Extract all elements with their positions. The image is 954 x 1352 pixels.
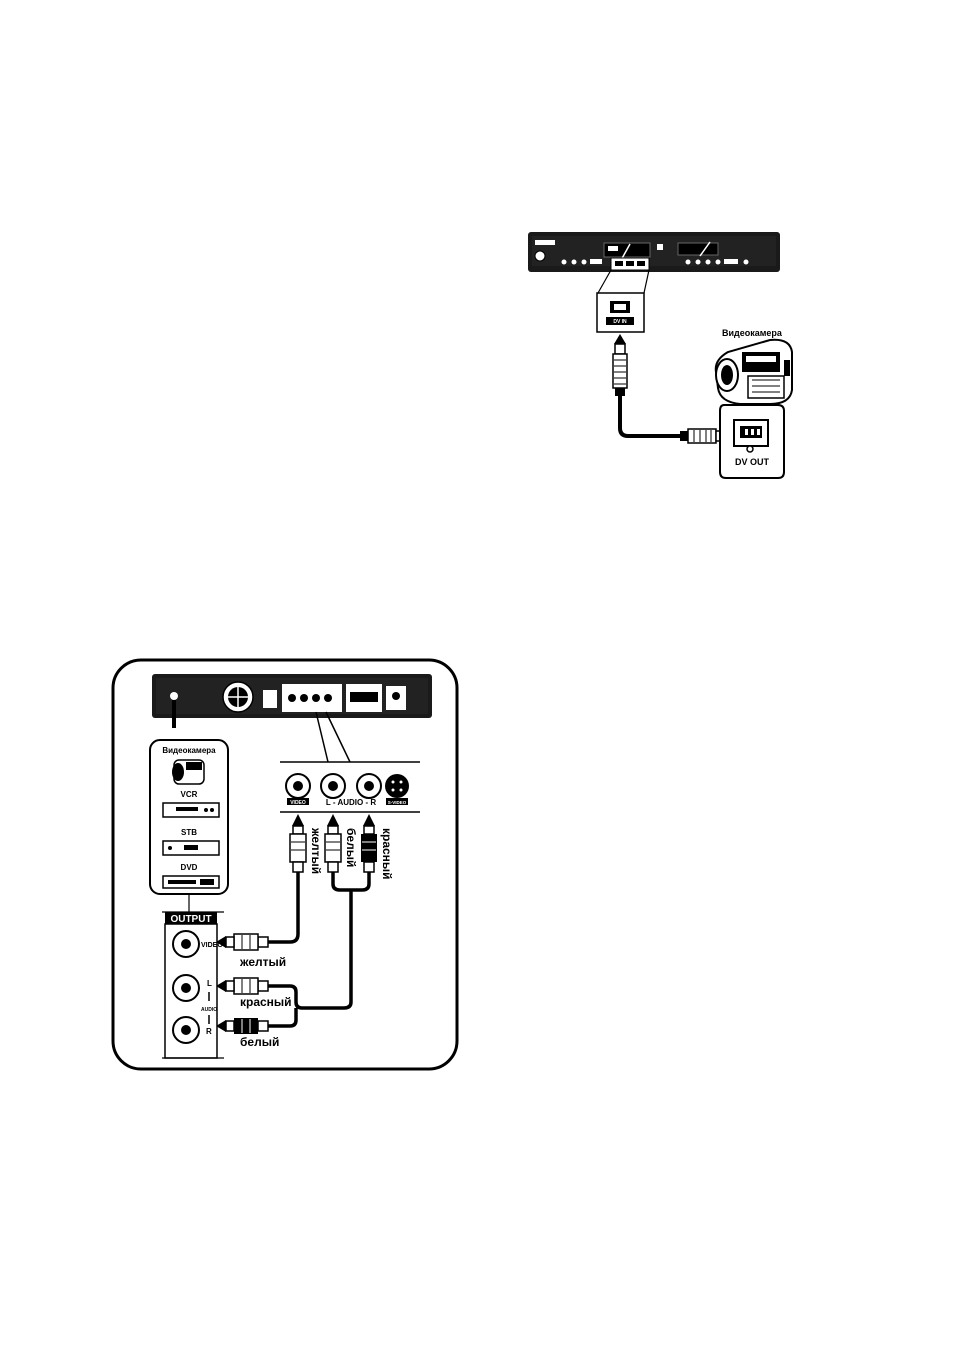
camcorder-label: Видеокамера bbox=[722, 328, 783, 338]
recorder-video-jack-label: VIDEO bbox=[290, 800, 306, 806]
camcorder-illustration bbox=[716, 340, 792, 404]
cable-label-white-vertical: белый bbox=[344, 828, 358, 867]
s-video-jack-icon: S-VIDEO bbox=[385, 774, 409, 805]
output-video-jack-label: VIDEO bbox=[201, 942, 223, 949]
output-audio-label: AUDIO bbox=[201, 1007, 217, 1013]
dv-in-port: DV IN bbox=[597, 293, 644, 332]
output-audio-l-label: L bbox=[207, 979, 212, 988]
source-device-camcorder-label: Видеокамера bbox=[162, 746, 216, 755]
av-connection-diagram: Видеокамера VCR STB DVD bbox=[113, 660, 457, 1069]
output-panel: OUTPUT VIDEO L AUDIO R bbox=[162, 912, 224, 1058]
recorder-front-panel bbox=[528, 232, 780, 272]
dvd-icon bbox=[163, 876, 219, 888]
rca-plug-yellow-vertical bbox=[290, 826, 306, 872]
cable-label-yellow-vertical: желтый bbox=[309, 827, 323, 874]
dv-cable-plug-horizontal bbox=[680, 429, 724, 443]
rca-plug-yellow-horizontal bbox=[226, 934, 268, 950]
recorder-svideo-jack-label: S-VIDEO bbox=[388, 800, 407, 805]
cable-label-yellow-horizontal: желтый bbox=[239, 955, 286, 969]
audio-l-jack-icon bbox=[321, 774, 345, 798]
rca-plug-red-horizontal bbox=[226, 978, 268, 994]
dv-out-port: DV OUT bbox=[720, 405, 784, 478]
output-audio-r-label: R bbox=[206, 1027, 212, 1036]
dv-cable-plug-vertical bbox=[613, 344, 627, 396]
vcr-icon bbox=[163, 803, 219, 817]
cable-label-red-horizontal: красный bbox=[240, 995, 292, 1009]
source-device-dvd-label: DVD bbox=[181, 863, 198, 872]
cable-label-white-horizontal: белый bbox=[240, 1035, 279, 1049]
output-audio-l-jack-icon bbox=[173, 975, 199, 1001]
stb-icon bbox=[163, 841, 219, 855]
rca-plug-white-horizontal bbox=[226, 1018, 268, 1034]
video-jack-icon: VIDEO bbox=[286, 774, 310, 806]
source-device-vcr-label: VCR bbox=[181, 790, 198, 799]
dv-in-label: DV IN bbox=[613, 319, 627, 325]
source-devices-box: Видеокамера VCR STB DVD bbox=[150, 740, 228, 894]
dv-connection-diagram: DV IN bbox=[528, 232, 792, 478]
dv-cable bbox=[620, 396, 680, 436]
rca-plug-red-vertical bbox=[361, 826, 377, 872]
audio-r-jack-icon bbox=[357, 774, 381, 798]
dv-out-label: DV OUT bbox=[735, 457, 770, 467]
rca-plug-white-vertical bbox=[325, 826, 341, 872]
source-device-stb-label: STB bbox=[181, 828, 197, 837]
output-video-jack-icon bbox=[173, 931, 199, 957]
cable-label-red-vertical: красный bbox=[380, 828, 394, 880]
camcorder-icon bbox=[172, 760, 204, 784]
output-audio-r-jack-icon bbox=[173, 1017, 199, 1043]
recorder-audio-jacks-label: L - AUDIO - R bbox=[326, 798, 376, 807]
